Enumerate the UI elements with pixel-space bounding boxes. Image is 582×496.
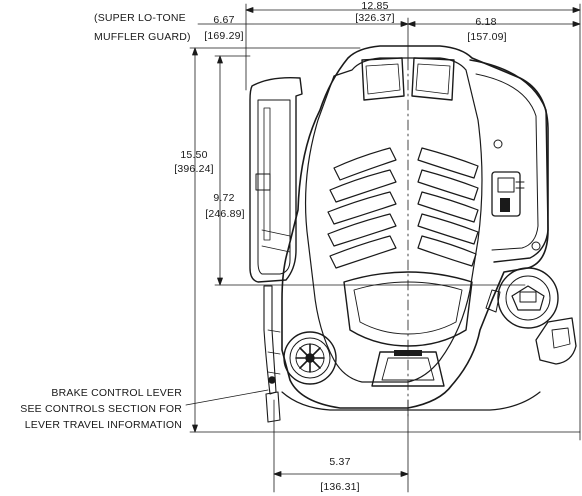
- overall-height-inch: 15.50: [180, 149, 208, 161]
- muffler-guard-callout-line1: (SUPER LO-TONE: [94, 12, 186, 24]
- right-to-center-mm: [157.09]: [467, 31, 507, 43]
- overall-height-mm: [396.24]: [174, 163, 214, 175]
- left-to-center-inch: 6.67: [213, 14, 235, 26]
- brake-lever-callout-line2: SEE CONTROLS SECTION FOR: [20, 403, 182, 415]
- center-height-inch: 9.72: [213, 192, 235, 204]
- left-cooling-fins: [327, 147, 397, 269]
- brake-lever-callout-line1: BRAKE CONTROL LEVER: [51, 387, 182, 399]
- fuel-cap-icon: [283, 331, 337, 385]
- bottom-offset-inch: 5.37: [329, 456, 351, 468]
- center-height-mm: [246.89]: [205, 208, 245, 220]
- brake-lever-callout-line3: LEVER TRAVEL INFORMATION: [24, 419, 182, 431]
- engine-body: [249, 45, 549, 409]
- overall-width-inch: 12.85: [361, 0, 389, 12]
- control-switch-icon: [491, 139, 541, 251]
- engine-base: [281, 391, 541, 411]
- muffler-guard-callout-line2: MUFFLER GUARD): [94, 31, 191, 43]
- left-to-center-mm: [169.29]: [204, 30, 244, 42]
- top-grips: [361, 57, 455, 101]
- dimension-lines: [185, 3, 581, 493]
- right-to-center-inch: 6.18: [475, 16, 497, 28]
- lower-grip: [343, 271, 473, 387]
- overall-width-mm: [326.37]: [355, 12, 395, 24]
- recoil-starter-icon: [485, 267, 577, 365]
- bottom-offset-mm: [136.31]: [320, 481, 360, 493]
- brake-control-lever: [263, 285, 281, 423]
- right-cooling-fins: [417, 147, 479, 267]
